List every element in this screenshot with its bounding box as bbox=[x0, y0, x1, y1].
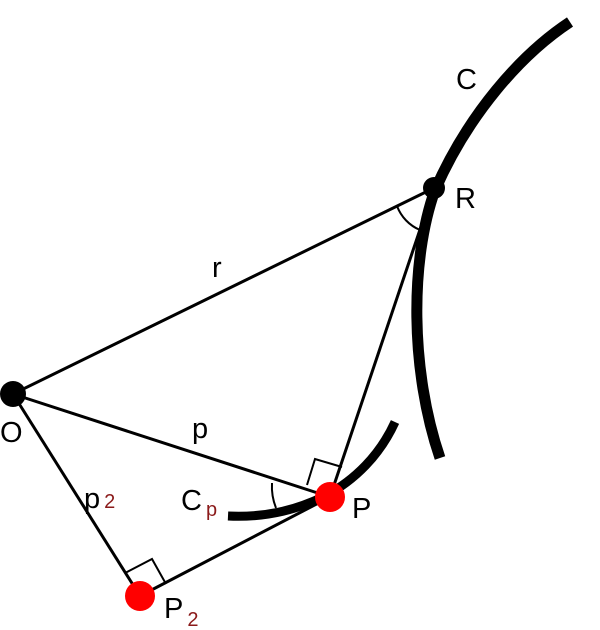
label-point-r: R bbox=[455, 183, 476, 215]
label-point-p: P bbox=[352, 493, 371, 525]
point-r bbox=[423, 177, 445, 199]
tangent-line bbox=[139, 495, 331, 598]
label-curve-cp-base: C bbox=[181, 485, 202, 517]
right-angle-marker-p bbox=[306, 457, 343, 486]
angle-arc-p bbox=[270, 482, 277, 509]
label-point-p2: P 2 bbox=[164, 593, 198, 630]
point-p2 bbox=[125, 581, 155, 611]
label-segment-p: p bbox=[192, 413, 208, 445]
label-segment-p2-base: p bbox=[84, 483, 100, 515]
label-point-o: O bbox=[0, 417, 23, 449]
label-curve-cp-sub: p bbox=[206, 499, 217, 521]
point-p bbox=[315, 482, 345, 512]
label-segment-p2: p 2 bbox=[84, 483, 115, 515]
label-curve-cp: C p bbox=[181, 485, 217, 521]
point-o bbox=[0, 381, 26, 407]
segment-r-line bbox=[12, 186, 435, 396]
segment-rp-line bbox=[328, 187, 436, 498]
right-angle-marker-p2 bbox=[124, 557, 167, 585]
label-segment-r: r bbox=[212, 252, 222, 284]
label-point-p2-sub: 2 bbox=[187, 609, 198, 630]
label-segment-p2-sub: 2 bbox=[104, 491, 115, 513]
segment-p-line bbox=[12, 392, 331, 499]
segment-p2-line bbox=[11, 393, 142, 597]
label-curve-c: C bbox=[456, 64, 477, 96]
angle-arc-r bbox=[396, 205, 421, 231]
label-point-p2-base: P bbox=[164, 593, 183, 625]
curve-c bbox=[411, 17, 574, 460]
